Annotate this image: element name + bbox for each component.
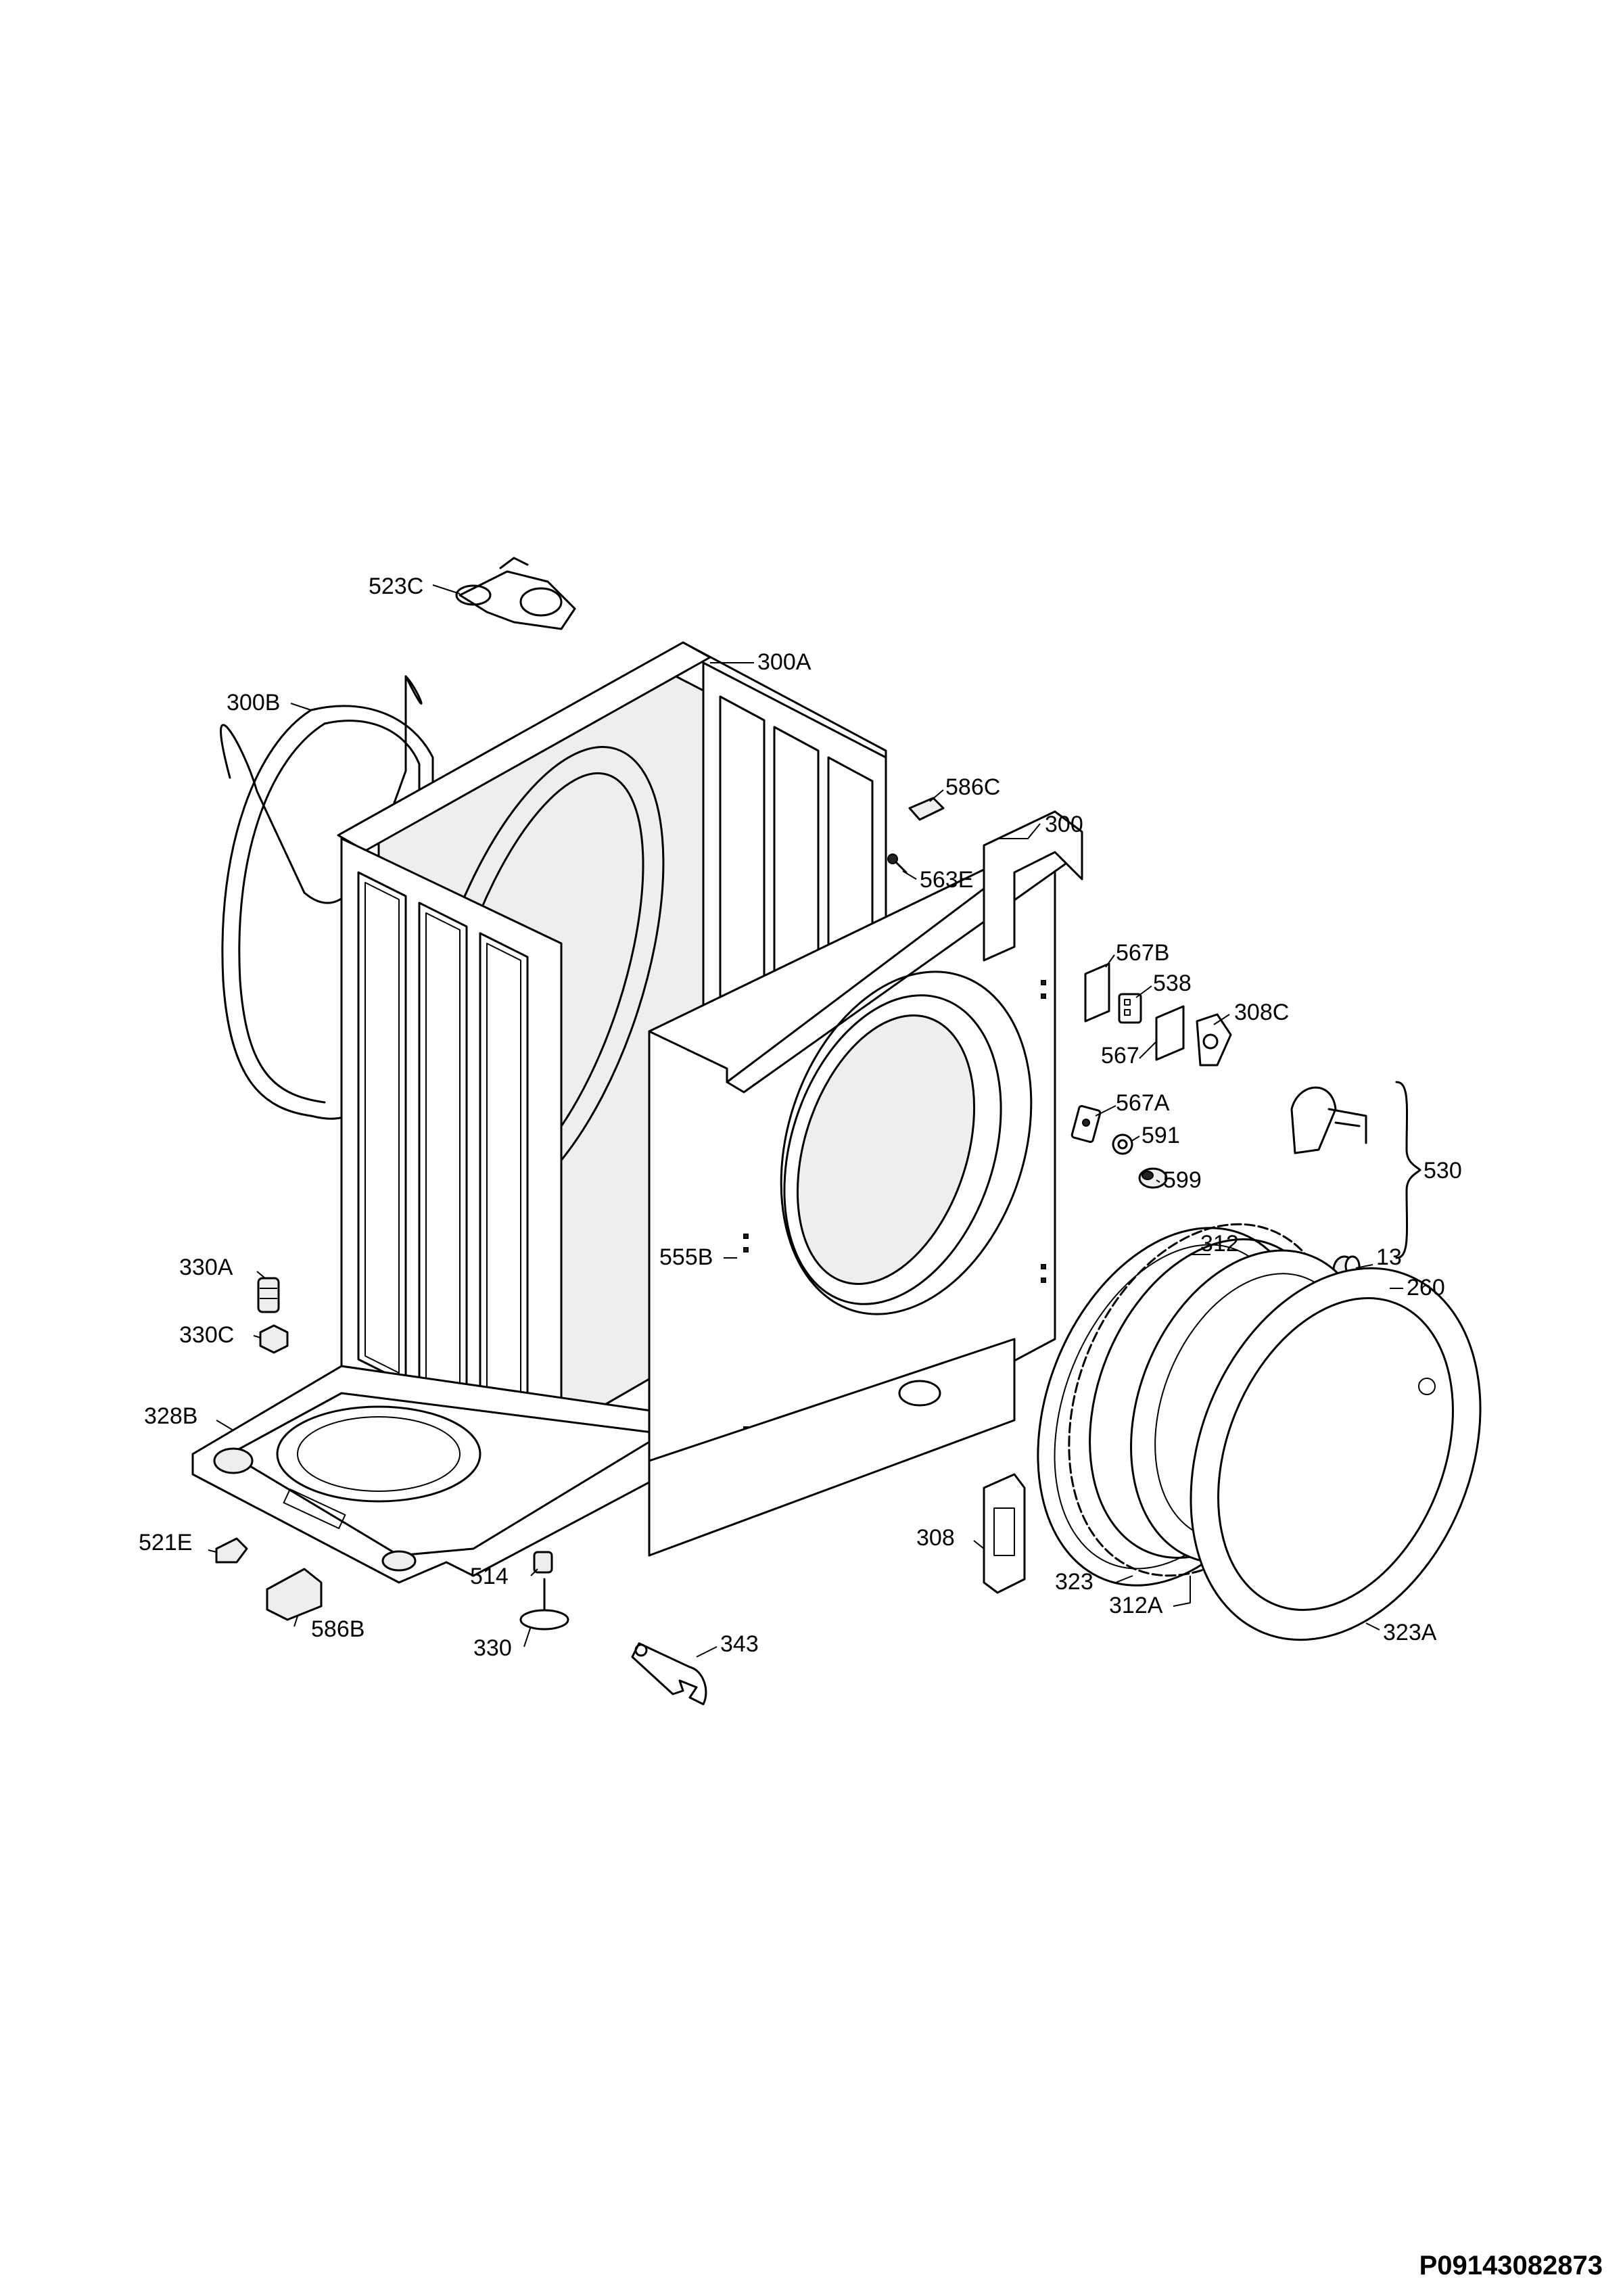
label-567B[interactable]: 567B	[1116, 940, 1169, 966]
front-panel-300-drawing	[648, 810, 1083, 1557]
foot-330A-drawing	[257, 1277, 280, 1313]
handle-530-drawing	[1290, 1086, 1367, 1154]
label-343[interactable]: 343	[720, 1631, 759, 1657]
label-308C[interactable]: 308C	[1234, 1000, 1289, 1025]
clip-521E-drawing	[215, 1537, 248, 1564]
label-13[interactable]: 13	[1376, 1244, 1402, 1270]
lock-308-drawing	[983, 1473, 1026, 1594]
latch-308C-drawing	[1196, 1013, 1232, 1067]
label-312A[interactable]: 312A	[1109, 1593, 1163, 1618]
label-312[interactable]: 312	[1200, 1231, 1239, 1257]
plate-538-drawing	[1118, 993, 1142, 1024]
bracket-586C-drawing	[908, 797, 945, 821]
screw-563E-drawing	[887, 853, 908, 874]
bracket-530	[1395, 1081, 1421, 1259]
label-328B[interactable]: 328B	[144, 1403, 197, 1429]
base-328B-drawing	[191, 1365, 718, 1584]
hinge-523C-drawing	[455, 557, 576, 630]
label-538[interactable]: 538	[1153, 970, 1192, 996]
knob-599-drawing	[1138, 1167, 1168, 1189]
label-586C[interactable]: 586C	[945, 774, 1000, 800]
label-530[interactable]: 530	[1424, 1158, 1462, 1184]
leader-lines	[208, 584, 1403, 1658]
label-599[interactable]: 599	[1163, 1167, 1202, 1193]
label-323A[interactable]: 323A	[1383, 1620, 1437, 1645]
clip-586B-drawing	[266, 1568, 323, 1621]
label-521E[interactable]: 521E	[139, 1530, 192, 1555]
label-330C[interactable]: 330C	[179, 1322, 234, 1348]
nut-330C-drawing	[259, 1324, 289, 1354]
foot-330-drawing	[519, 1578, 569, 1631]
label-586B[interactable]: 586B	[311, 1616, 364, 1642]
plate-567A-drawing	[1071, 1105, 1102, 1143]
foot-514-drawing	[533, 1551, 553, 1574]
part-labels: 523C 300B 300A 586C 300 563E 567B 538 30…	[139, 573, 1462, 1661]
plate-567B-drawing	[1084, 962, 1110, 1023]
label-514[interactable]: 514	[470, 1564, 509, 1589]
label-300B[interactable]: 300B	[227, 690, 280, 716]
washer-591-drawing	[1112, 1133, 1133, 1155]
label-567A[interactable]: 567A	[1116, 1090, 1170, 1116]
label-330A[interactable]: 330A	[179, 1255, 233, 1280]
label-563E[interactable]: 563E	[920, 867, 973, 893]
label-308[interactable]: 308	[916, 1525, 955, 1551]
wrench-343-drawing	[631, 1642, 707, 1706]
label-567[interactable]: 567	[1101, 1043, 1139, 1069]
document-code: P09143082873	[1419, 2251, 1603, 2280]
label-323[interactable]: 323	[1055, 1569, 1093, 1595]
plate-567-drawing	[1155, 1005, 1185, 1061]
door-frame-323A-drawing	[1190, 1267, 1482, 1641]
label-555B[interactable]: 555B	[659, 1244, 713, 1270]
label-300[interactable]: 300	[1045, 812, 1083, 837]
label-330[interactable]: 330	[473, 1635, 512, 1661]
label-300A[interactable]: 300A	[757, 649, 812, 675]
label-591[interactable]: 591	[1142, 1123, 1180, 1148]
label-523C[interactable]: 523C	[369, 573, 423, 599]
label-260[interactable]: 260	[1407, 1275, 1445, 1301]
